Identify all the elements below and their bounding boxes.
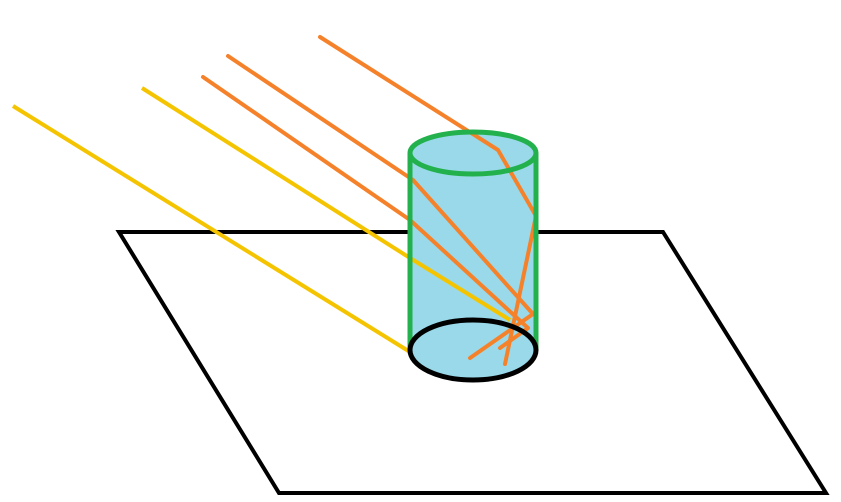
- orange-ray-3: [201, 75, 530, 350]
- cylinder-top-rim: [407, 129, 539, 177]
- yellow-ray-2-inner: [408, 256, 512, 322]
- yellow-ray-2: [140, 86, 412, 260]
- orange-ray-2: [226, 54, 535, 360]
- yellow-ray-1: [11, 104, 412, 354]
- orange-ray-1: [318, 35, 538, 366]
- cylinder-base-rim: [407, 317, 539, 383]
